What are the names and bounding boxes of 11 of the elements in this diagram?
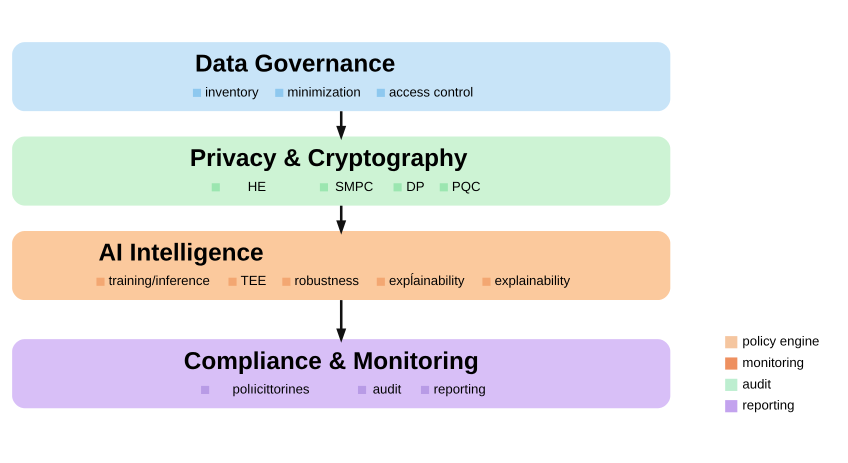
legend-label: audit [742, 376, 772, 391]
arrow [336, 205, 346, 234]
node-box: AI Intelligence training/inference TEE robustness expĺainability explainability [12, 230, 670, 300]
node-box: Privacy & Cryptography HE SMPC DP PQC [12, 136, 670, 206]
legend-label: policy engine [742, 333, 820, 348]
node-box: Compliance & Monitoring polıicittorines audit reporting [12, 338, 670, 408]
legend-label: monitoring [742, 354, 804, 370]
arrow [336, 300, 346, 342]
legend-label: reporting [742, 397, 794, 412]
node-box: Data Governance inventory minimization access control [12, 42, 670, 111]
arrow [336, 110, 346, 140]
